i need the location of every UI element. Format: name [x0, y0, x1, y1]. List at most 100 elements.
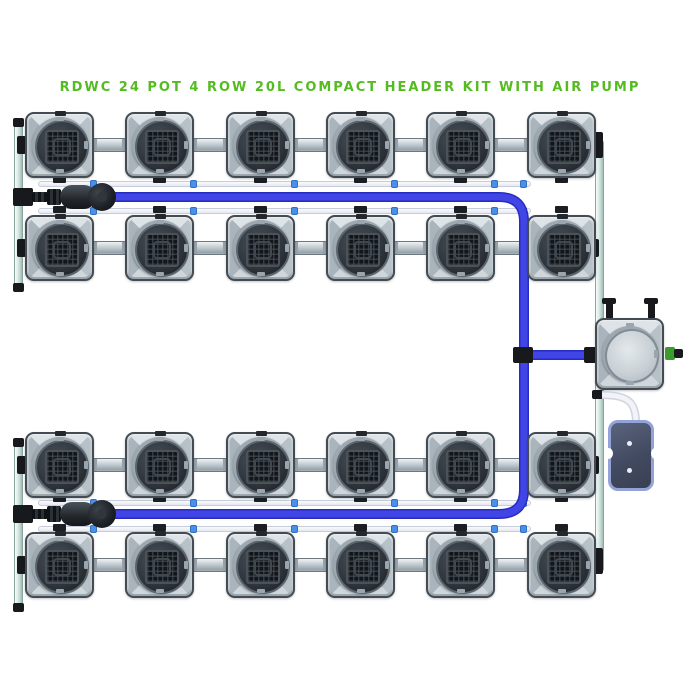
lid-clip — [55, 437, 64, 441]
mesh-basket — [546, 550, 581, 584]
inline-pump-hub — [97, 192, 107, 202]
pump-valve-collar — [47, 189, 61, 205]
grow-pot — [226, 111, 295, 178]
return-line-connector — [491, 499, 498, 507]
lid-clip — [356, 489, 365, 493]
lid-clip — [256, 537, 265, 541]
lid-clip — [285, 244, 289, 252]
riser-end-cap — [13, 283, 24, 292]
return-line-connector — [491, 525, 498, 533]
return-line — [38, 526, 531, 532]
grow-pot — [226, 431, 295, 498]
lid-clip — [586, 461, 590, 469]
return-line-connector — [391, 180, 398, 188]
riser-end-cap — [13, 118, 24, 127]
lid-clip — [155, 437, 164, 441]
air-line-tee — [592, 390, 603, 399]
return-line-pot-tab — [254, 495, 267, 502]
grow-pot — [426, 531, 495, 598]
lid-clip — [332, 461, 336, 469]
lid-clip — [232, 561, 236, 569]
return-line-connector — [291, 207, 298, 215]
grow-pot — [527, 431, 596, 498]
mesh-basket — [345, 130, 380, 164]
return-line-pot-tab — [454, 524, 467, 531]
pot-port-fitting — [17, 456, 26, 474]
lid-clip — [557, 537, 566, 541]
return-line-pot-tab — [153, 495, 166, 502]
grow-pot — [25, 431, 94, 498]
lid-clip — [432, 244, 436, 252]
lid-clip — [31, 244, 35, 252]
lid-clip — [625, 381, 634, 385]
grow-pot — [426, 214, 495, 281]
return-line — [38, 500, 531, 506]
return-line-pot-tab — [254, 176, 267, 183]
basket-ring — [453, 241, 472, 259]
mesh-basket — [546, 233, 581, 267]
return-line-pot-tab — [454, 495, 467, 502]
lid-clip — [256, 272, 265, 276]
lid-clip — [557, 437, 566, 441]
basket-ring — [554, 241, 573, 259]
lid-latch — [556, 111, 568, 116]
lid-clip — [155, 220, 164, 224]
lid-clip — [31, 141, 35, 149]
lid-clip — [184, 561, 188, 569]
lid-clip — [256, 437, 265, 441]
lid-clip — [84, 461, 88, 469]
return-line — [38, 208, 531, 214]
air-pump-dot — [627, 468, 632, 473]
return-line-pot-tab — [354, 206, 367, 213]
lid-clip — [55, 220, 64, 224]
pump-valve-elbow — [13, 188, 33, 206]
lid-clip — [84, 141, 88, 149]
lid-clip — [557, 489, 566, 493]
grow-pot — [527, 111, 596, 178]
return-line-connector — [491, 207, 498, 215]
lid-latch — [255, 431, 267, 436]
return-line-pot-tab — [254, 524, 267, 531]
basket-ring — [152, 458, 171, 476]
grow-pot — [125, 111, 194, 178]
return-line-pot-tab — [354, 495, 367, 502]
mesh-basket — [345, 233, 380, 267]
return-line-pot-tab — [254, 206, 267, 213]
grow-pot — [125, 431, 194, 498]
lid-clip — [485, 561, 489, 569]
mesh-basket — [44, 450, 79, 484]
lid-clip — [456, 489, 465, 493]
lid-clip — [285, 561, 289, 569]
return-line-connector — [291, 180, 298, 188]
return-line-pot-tab — [555, 176, 568, 183]
return-line-connector — [391, 499, 398, 507]
header-port-stem — [648, 301, 655, 319]
air-tube-path — [601, 392, 639, 424]
pot-port-fitting — [17, 239, 26, 257]
return-line-pot-tab — [153, 206, 166, 213]
basket-ring — [353, 458, 372, 476]
header-port-stem — [606, 301, 613, 319]
return-line-connector — [391, 525, 398, 533]
return-line-connector — [190, 525, 197, 533]
grow-pot — [125, 531, 194, 598]
return-line-pot-tab — [53, 206, 66, 213]
lid-clip — [456, 169, 465, 173]
return-line-pot-tab — [53, 524, 66, 531]
lid-clip — [586, 561, 590, 569]
header-port-cap — [644, 298, 658, 304]
basket-ring — [353, 241, 372, 259]
lid-latch — [556, 431, 568, 436]
lid-clip — [155, 537, 164, 541]
mesh-basket — [245, 130, 280, 164]
lid-latch — [355, 531, 367, 536]
grow-pot — [25, 111, 94, 178]
basket-ring — [453, 458, 472, 476]
lid-clip — [557, 169, 566, 173]
lid-clip — [31, 461, 35, 469]
lid-latch — [255, 214, 267, 219]
lid-clip — [55, 169, 64, 173]
grow-pot — [326, 531, 395, 598]
lid-latch — [154, 431, 166, 436]
